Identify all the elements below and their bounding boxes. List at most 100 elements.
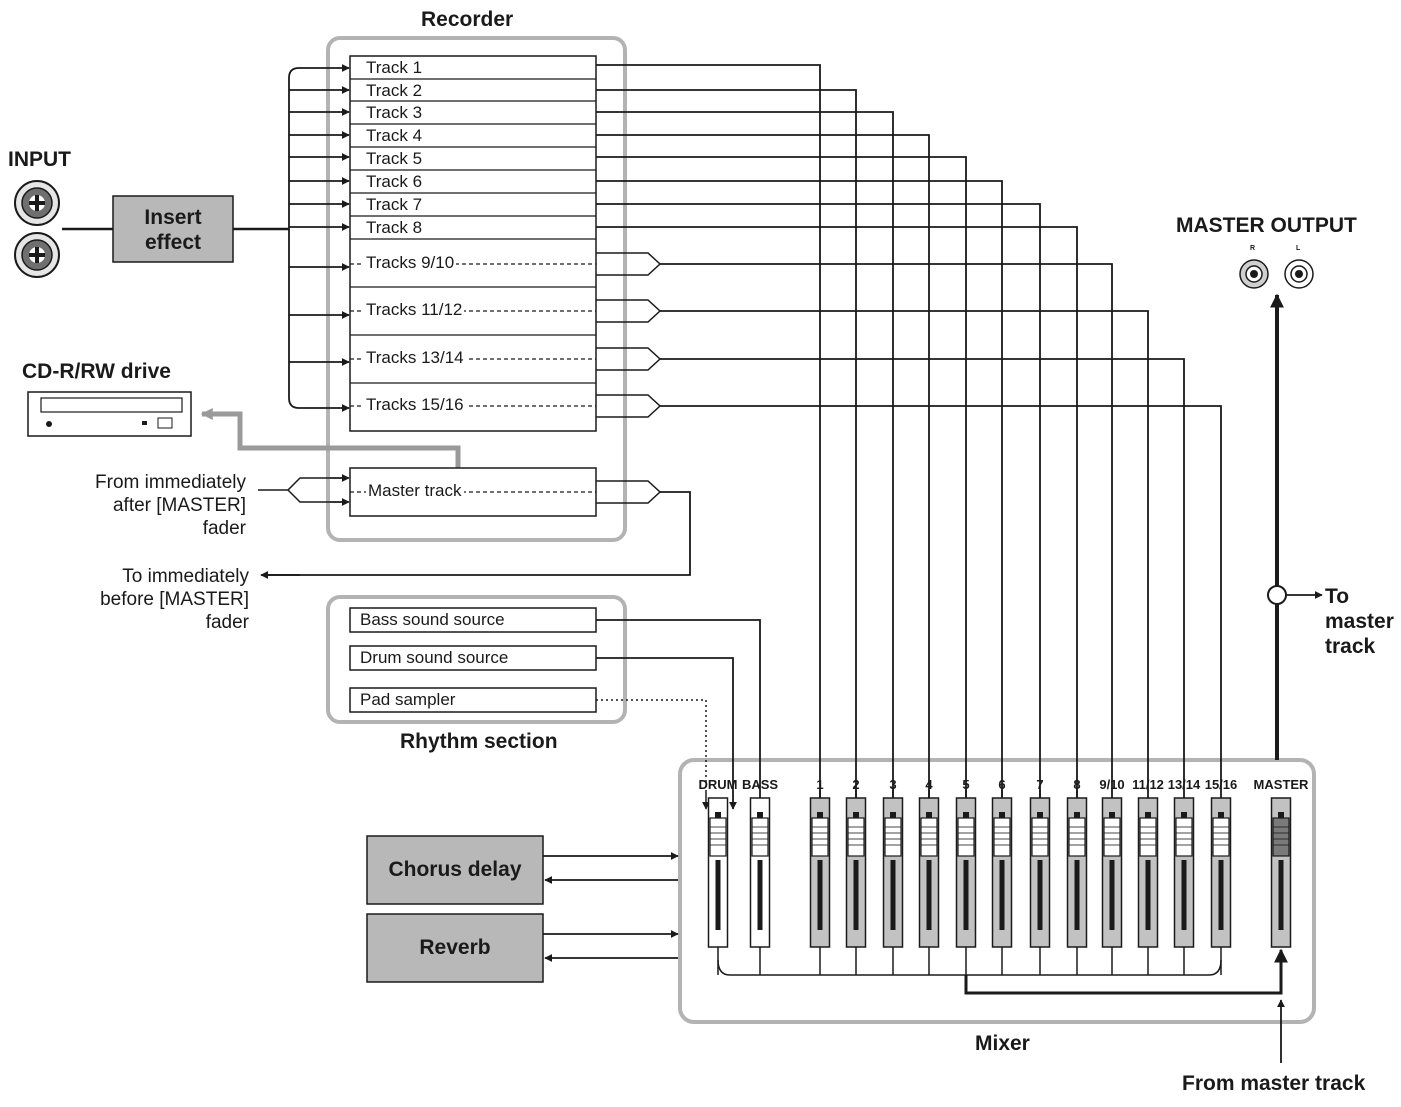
mixer-channel-label-13: 13/14	[1167, 777, 1201, 792]
track-list-box	[349, 55, 597, 432]
fader-knob-cap	[853, 812, 859, 818]
track-5-route	[596, 156, 967, 807]
stereo-2-route	[660, 310, 1149, 790]
reverb-box	[366, 913, 544, 983]
insert-effect-label: Insert effect	[144, 206, 202, 254]
fader-slot	[926, 860, 932, 930]
track-1-route	[596, 64, 821, 807]
reverb-label: Reverb	[419, 936, 491, 959]
fader-knob-cap	[963, 812, 969, 818]
tap-point	[1267, 585, 1287, 605]
master-output-label: MASTER OUTPUT	[1176, 214, 1357, 237]
jack-pin	[29, 253, 45, 257]
master-out-r-label: R	[1250, 245, 1256, 252]
master-out-r-jack	[1239, 259, 1269, 289]
drum-route	[596, 657, 734, 790]
fader-6	[918, 797, 940, 948]
input-jack-1	[14, 180, 60, 226]
fader-knob	[1139, 817, 1157, 857]
mixer-channel-label-7: 5	[962, 777, 970, 792]
fader-14	[1210, 797, 1232, 948]
fader-13	[1173, 797, 1195, 948]
fader-slot	[1074, 860, 1080, 930]
fader-3	[809, 797, 831, 948]
fader-slot	[890, 860, 896, 930]
fader-2	[749, 797, 771, 948]
mixer-channel-label-11: 9/10	[1099, 777, 1125, 792]
track-label-3: Track 3	[366, 103, 423, 122]
mix-bus-to-master	[964, 962, 1283, 995]
mixer-channel-label-5: 3	[889, 777, 897, 792]
mixer-channel-label-10: 8	[1073, 777, 1081, 792]
master-track-label: Master track	[366, 481, 464, 501]
rhythm-source-label-1: Bass sound source	[360, 610, 505, 629]
fader-10	[1066, 797, 1088, 948]
rhythm-source-box-1	[349, 607, 597, 633]
chorus-delay-label: Chorus delay	[388, 858, 522, 881]
stereo-merge-2	[596, 299, 662, 323]
fader-knob	[1068, 817, 1086, 857]
mixer-title: Mixer	[975, 1032, 1030, 1055]
fader-knob	[1031, 817, 1049, 857]
fader-4	[845, 797, 867, 948]
mixer-channel-label-3: 1	[816, 777, 824, 792]
fader-slot	[1181, 860, 1187, 930]
track-6-route	[596, 180, 1003, 807]
track-2-route	[596, 89, 857, 807]
cd-eject-icon	[157, 417, 173, 429]
mixer-channel-label-4: 2	[852, 777, 860, 792]
fader-slot	[853, 860, 859, 930]
to-before-master-label: To immediately before [MASTER] fader	[100, 566, 249, 633]
stereo-track-label-3: Tracks 13/14	[364, 348, 466, 368]
track-label-1: Track 1	[366, 58, 423, 77]
track-label-7: Track 7	[366, 195, 423, 214]
mixer-channel-label-2: BASS	[741, 777, 779, 792]
fader-knob-cap	[757, 812, 763, 818]
fader-knob	[1175, 817, 1193, 857]
fader-knob	[920, 817, 938, 857]
input-jack-2	[14, 232, 60, 278]
to-master-track-label: To master track	[1325, 585, 1394, 658]
fader-knob-cap	[1037, 812, 1043, 818]
fader-slot	[1218, 860, 1224, 930]
fader-slot	[999, 860, 1005, 930]
insert-effect-box	[112, 195, 234, 263]
fader-knob	[884, 817, 902, 857]
fader-slot	[715, 860, 721, 930]
fader-knob	[1272, 817, 1290, 857]
track-label-6: Track 6	[366, 172, 423, 191]
fader-knob-cap	[715, 812, 721, 818]
fader-15	[1270, 797, 1292, 948]
from-after-master-in	[258, 477, 348, 491]
mixer-frame	[678, 758, 1316, 1024]
master-track-merge	[596, 480, 662, 504]
fader-slot	[1109, 860, 1115, 930]
input-label: INPUT	[8, 148, 71, 171]
master-out-l-label: L	[1296, 245, 1301, 252]
fader-slot	[757, 860, 763, 930]
stereo-merge-3	[596, 347, 662, 371]
fader-7	[955, 797, 977, 948]
cd-button	[46, 421, 52, 427]
stereo-track-label-2: Tracks 11/12	[364, 300, 465, 320]
fader-knob-cap	[1181, 812, 1187, 818]
jack-hole	[1250, 270, 1258, 278]
rhythm-section-title: Rhythm section	[400, 730, 558, 753]
fader-knob	[1103, 817, 1121, 857]
track-8-route	[596, 226, 1078, 807]
fader-slot	[1278, 860, 1284, 930]
from-after-master-label: From immediately after [MASTER] fader	[95, 472, 246, 539]
fader-knob-cap	[890, 812, 896, 818]
track-label-4: Track 4	[366, 126, 423, 145]
mixer-channel-label-12: 11/12	[1132, 777, 1164, 792]
chorus-delay-box	[366, 835, 544, 905]
rhythm-source-box-3	[349, 687, 597, 713]
jack-hole	[1295, 270, 1303, 278]
fader-11	[1101, 797, 1123, 948]
fader-knob-cap	[1218, 812, 1224, 818]
fader-knob-cap	[1109, 812, 1115, 818]
rhythm-source-label-2: Drum sound source	[360, 648, 509, 667]
fader-knob-cap	[1145, 812, 1151, 818]
